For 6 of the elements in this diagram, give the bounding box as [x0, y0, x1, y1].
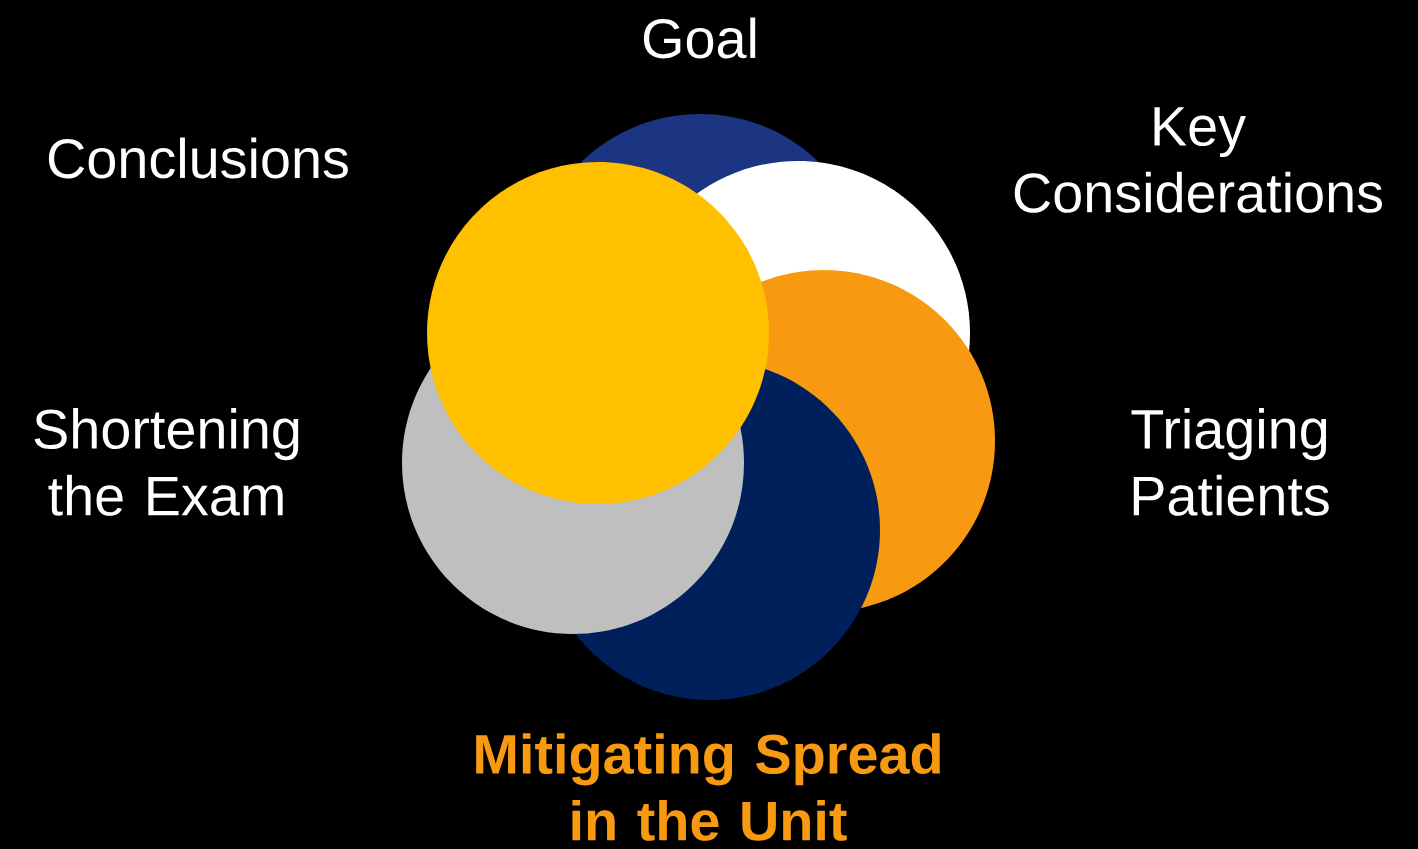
circle-label: Goal [643, 17, 756, 59]
circle-label: Shortening the Exam [34, 408, 299, 516]
circle-label: Mitigating Spread in the Unit [476, 733, 940, 841]
circle-label: Key Considerations [1014, 107, 1382, 213]
circle-label: Triaging Patients [1131, 408, 1329, 516]
circle-label: Conclusions [48, 137, 348, 179]
